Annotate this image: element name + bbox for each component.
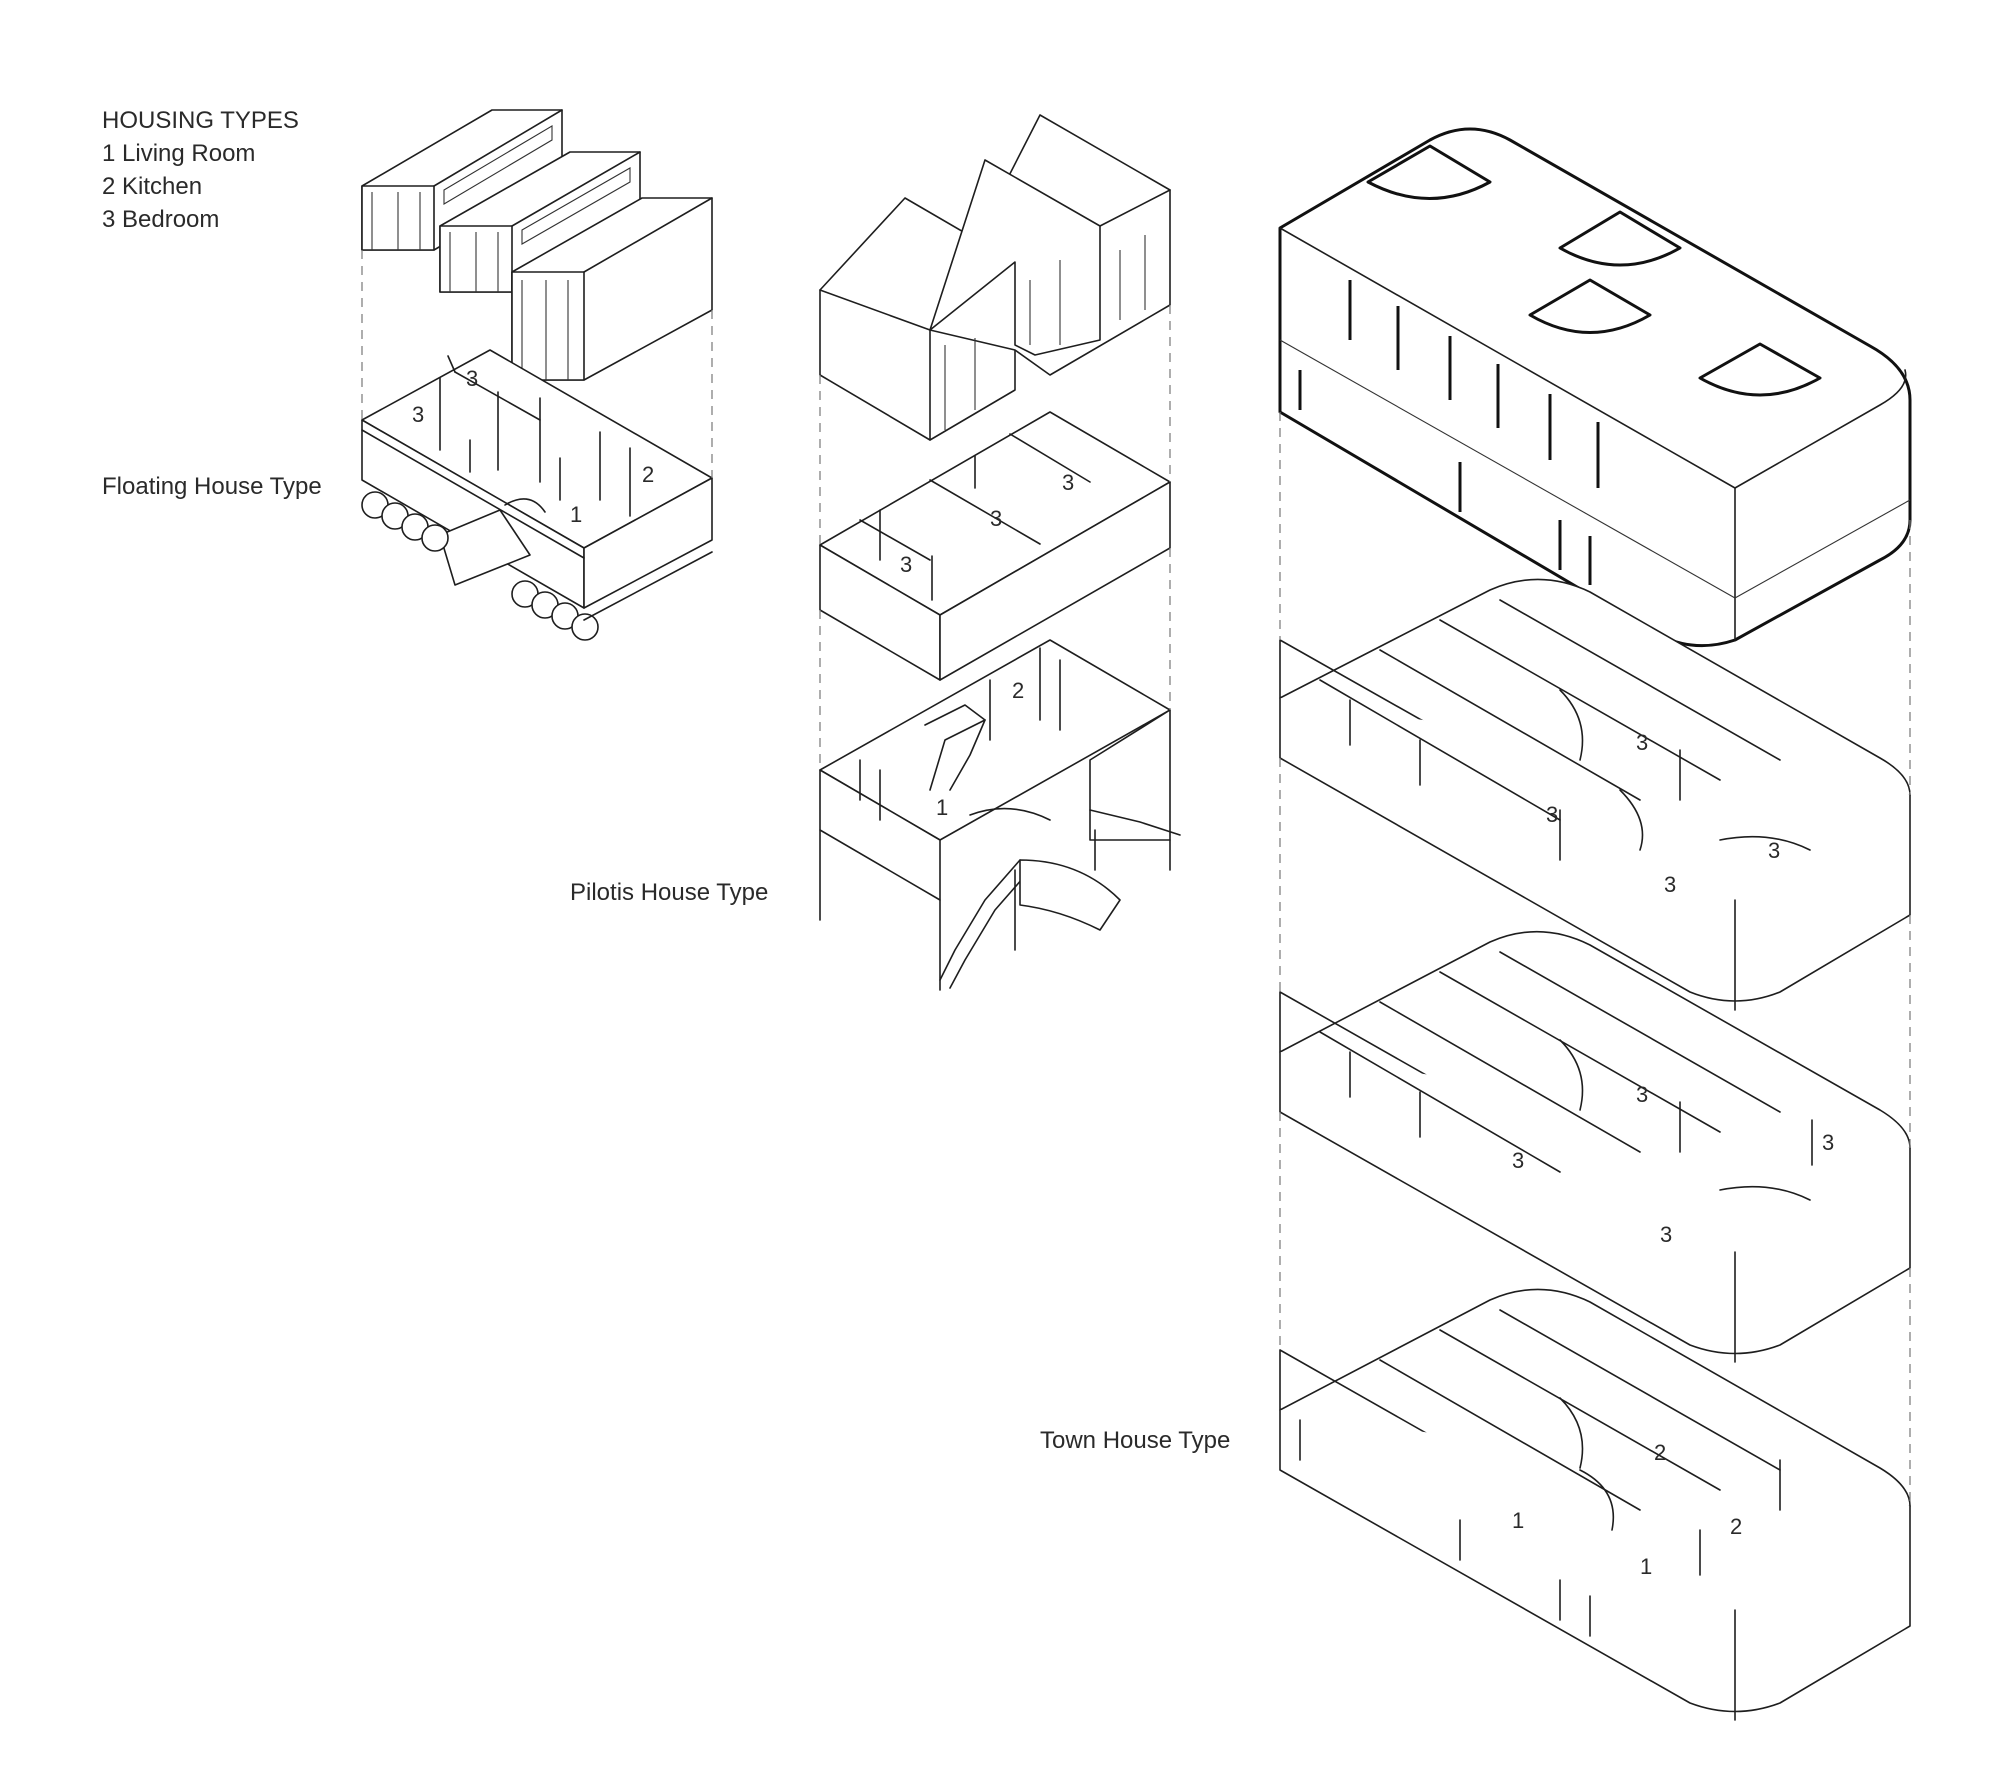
- caption-town-house: Town House Type: [1040, 1427, 1230, 1454]
- pilotis-room-number: 1: [936, 795, 948, 820]
- town-room-number: 3: [1546, 802, 1558, 827]
- town-house-middle-floor: 3 3 3 3: [1279, 930, 1911, 1363]
- town-house-upper-floor: 3 3 3 3: [1279, 578, 1911, 1011]
- town-room-number: 2: [1730, 1514, 1742, 1539]
- legend: HOUSING TYPES 1 Living Room 2 Kitchen 3 …: [102, 107, 299, 233]
- town-room-number: 3: [1664, 872, 1676, 897]
- floating-house-roof: [361, 109, 713, 381]
- town-house-ground-floor: 2 1 2 1: [1279, 1288, 1911, 1721]
- town-room-number: 3: [1768, 838, 1780, 863]
- pilotis-house-lower-floor: 2 1: [819, 639, 1181, 991]
- floating-house-plan: 3 3 2 1: [361, 349, 713, 641]
- town-room-number: 1: [1640, 1554, 1652, 1579]
- town-house-roof: [1278, 127, 1912, 648]
- town-room-number: 3: [1512, 1148, 1524, 1173]
- pilotis-room-number: 3: [990, 506, 1002, 531]
- caption-floating-house: Floating House Type: [102, 473, 322, 500]
- legend-item-living-room: 1 Living Room: [102, 140, 255, 167]
- legend-item-kitchen: 2 Kitchen: [102, 173, 202, 200]
- floating-room-number: 3: [412, 402, 424, 427]
- pilotis-room-number: 3: [1062, 470, 1074, 495]
- town-room-number: 3: [1636, 1082, 1648, 1107]
- town-room-number: 1: [1512, 1508, 1524, 1533]
- floating-room-number: 3: [466, 366, 478, 391]
- legend-title: HOUSING TYPES: [102, 107, 299, 134]
- town-room-number: 2: [1654, 1440, 1666, 1465]
- town-room-number: 3: [1636, 730, 1648, 755]
- legend-item-bedroom: 3 Bedroom: [102, 206, 219, 233]
- pilotis-room-number: 3: [900, 552, 912, 577]
- caption-pilotis-house: Pilotis House Type: [570, 879, 768, 906]
- pilotis-room-number: 2: [1012, 678, 1024, 703]
- town-room-number: 3: [1822, 1130, 1834, 1155]
- town-room-number: 3: [1660, 1222, 1672, 1247]
- floating-room-number: 2: [642, 462, 654, 487]
- floating-room-number: 1: [570, 502, 582, 527]
- pilotis-house-upper-floor: 3 3 3: [819, 411, 1171, 681]
- pilotis-house-roof: [819, 114, 1171, 441]
